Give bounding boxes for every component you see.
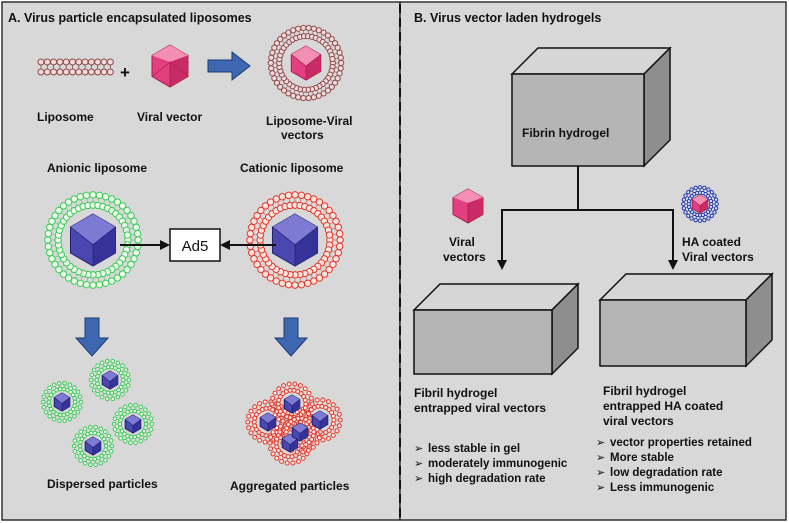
right-vector-label-line2: Viral vectors: [682, 250, 754, 264]
combine-arrow-icon: [207, 50, 251, 82]
right-bullet-symbol-2: ➢: [596, 452, 605, 464]
left-hydrogel-cube: [412, 282, 580, 376]
left-bullet-item: moderately immunogenic: [428, 458, 568, 470]
right-vector-label-line1: HA coated: [682, 235, 741, 249]
viral-vector-label: Viral vector: [137, 110, 202, 124]
cationic-down-arrow-icon: [273, 317, 309, 357]
liposome-label: Liposome: [37, 110, 94, 124]
ha-coated-viral-vector-icon: [681, 185, 719, 223]
right-bullet-item: More stable: [610, 452, 674, 464]
anionic-down-arrow-icon: [74, 317, 110, 357]
right-bullet-symbol-3: ➢: [596, 467, 605, 479]
anionic-liposome-icon: [44, 191, 142, 289]
ad5-label: Ad5: [182, 238, 209, 255]
fibrin-hydrogel-label: Fibrin hydrogel: [522, 126, 609, 140]
left-vector-label-line2: vectors: [443, 250, 486, 264]
cationic-liposome-icon: [246, 191, 344, 289]
right-bullet-symbol-1: ➢: [596, 437, 605, 449]
left-bullet-item: high degradation rate: [428, 473, 546, 485]
liposome-bilayer-icon: [37, 58, 114, 76]
dispersed-particles-icon: [40, 359, 155, 467]
left-bullet-symbol-3: ➢: [414, 473, 423, 485]
right-gel-label-line2: entrapped HA coated: [603, 399, 723, 413]
aggregated-particles-icon: [245, 381, 343, 466]
liposome-viral-vector-icon: [267, 24, 345, 102]
plus-sign: +: [120, 63, 130, 82]
left-bullet-symbol-2: ➢: [414, 458, 423, 470]
aggregated-particles-label: Aggregated particles: [230, 479, 350, 493]
dispersed-particles-label: Dispersed particles: [47, 477, 158, 491]
viral-vector-small-icon: [452, 188, 484, 224]
liposome-viral-label-line2: vectors: [281, 128, 324, 142]
left-bullet-item: less stable in gel: [428, 443, 520, 455]
right-gel-label-line1: Fibril hydrogel: [603, 384, 686, 398]
left-gel-label-line2: entrapped viral vectors: [414, 401, 546, 415]
fibrin-hydrogel-cube: [510, 46, 672, 168]
panel-a-title: A. Virus particle encapsulated liposomes: [8, 11, 252, 25]
right-bullet-item: low degradation rate: [610, 467, 722, 479]
right-bullet-item: vector properties retained: [610, 437, 752, 449]
panel-b-title: B. Virus vector laden hydrogels: [414, 11, 601, 25]
liposome-viral-label-line1: Liposome-Viral: [266, 114, 352, 128]
right-hydrogel-cube: [598, 272, 774, 368]
right-bullet-symbol-4: ➢: [596, 482, 605, 494]
left-vector-label-line1: Viral: [449, 235, 475, 249]
left-gel-label-line1: Fibril hydrogel: [414, 386, 497, 400]
left-bullet-symbol-1: ➢: [414, 443, 423, 455]
left-bullet-list: ➢ less stable in gel ➢ moderately immuno…: [414, 443, 568, 485]
anionic-liposome-label: Anionic liposome: [47, 161, 147, 175]
right-gel-label-line3: viral vectors: [603, 414, 674, 428]
cationic-liposome-label: Cationic liposome: [240, 161, 344, 175]
viral-vector-icon: [151, 44, 189, 88]
right-bullet-item: Less immunogenic: [610, 482, 715, 494]
right-bullet-list: ➢ vector properties retained ➢ More stab…: [596, 437, 752, 494]
